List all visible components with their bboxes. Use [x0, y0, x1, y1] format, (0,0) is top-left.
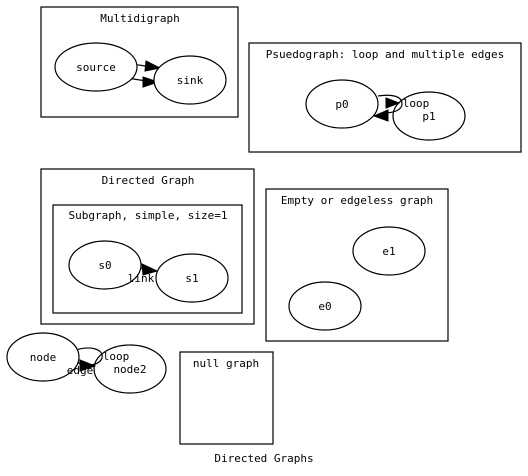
cluster-pseudograph-label: Psuedograph: loop and multiple edges: [266, 48, 504, 61]
arrowhead-p0-p1: [385, 97, 401, 109]
node-s1-label: s1: [185, 272, 198, 285]
cluster-empty: Empty or edgeless graph e1 e0: [265, 188, 449, 342]
node-e0: [288, 281, 362, 331]
edge-s0-s1-label: link: [128, 272, 155, 285]
node-e0-label: e0: [318, 300, 331, 313]
node-s1: [155, 253, 229, 303]
cluster-null-label: null graph: [193, 357, 259, 370]
node-s0-label: s0: [98, 259, 111, 272]
subgraph-simple-label: Subgraph, simple, size=1: [69, 209, 228, 222]
cluster-multidigraph: Multidigraph source sink: [40, 6, 239, 118]
node-node2: [93, 344, 167, 394]
cluster-pseudograph: Psuedograph: loop and multiple edges p1 …: [248, 42, 522, 153]
node-p1-label: p1: [422, 110, 435, 123]
subgraph-simple-border: [52, 204, 243, 314]
node-sink-label: sink: [177, 74, 204, 87]
cluster-directed: Directed Graph Subgraph, simple, size=1 …: [40, 168, 255, 325]
edge-node-node2-label: edge: [67, 364, 94, 377]
node-p1: [392, 91, 466, 141]
arrowhead-p1-p0: [372, 109, 389, 122]
cluster-directed-label: Directed Graph: [102, 174, 195, 187]
edge-p0-loop-label: loop: [403, 97, 430, 110]
loose-graph: node2 node loop edge: [6, 332, 167, 394]
cluster-null: null graph: [179, 351, 274, 445]
node-p0-label: p0: [335, 98, 348, 111]
node-node: [6, 332, 80, 382]
node-node2-label: node2: [113, 363, 146, 376]
arrowhead-source-sink-1: [144, 60, 162, 72]
arrowhead-source-sink-2: [142, 76, 160, 88]
cluster-null-border: [179, 351, 274, 445]
node-source: [54, 42, 138, 92]
cluster-pseudograph-border: [248, 42, 522, 153]
node-sink: [153, 55, 227, 105]
node-e1-label: e1: [382, 245, 395, 258]
cluster-multidigraph-border: [40, 6, 239, 118]
cluster-multidigraph-label: Multidigraph: [100, 12, 179, 25]
node-source-label: source: [76, 61, 116, 74]
edge-node-loop-label: loop: [103, 350, 130, 363]
cluster-empty-border: [265, 188, 449, 342]
cluster-directed-border: [40, 168, 255, 325]
edge-p0-loop: [377, 94, 403, 114]
graph-title: Directed Graphs: [214, 452, 313, 465]
node-s0: [68, 240, 142, 290]
node-e1: [352, 226, 426, 276]
cluster-empty-label: Empty or edgeless graph: [281, 194, 433, 207]
node-p0: [305, 79, 379, 129]
arrowhead-node-node2: [79, 359, 97, 372]
arrowhead-s0-s1: [141, 263, 159, 276]
node-node-label: node: [30, 351, 57, 364]
